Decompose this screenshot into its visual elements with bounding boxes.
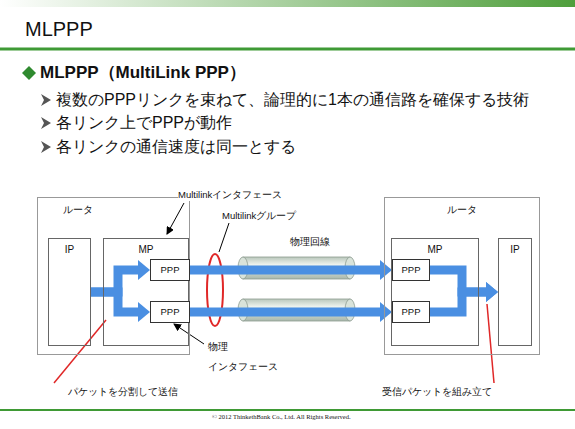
box-label: PPP xyxy=(401,260,420,280)
box-label: PPP xyxy=(160,302,179,322)
leader-line xyxy=(219,223,229,252)
bullet-text: 各リンクの通信速度は同一とする xyxy=(56,137,296,157)
packet-flow-arrow xyxy=(190,266,380,275)
leader-line xyxy=(174,324,204,344)
ppp-box: PPP xyxy=(150,259,190,281)
graphic-part xyxy=(41,94,51,106)
box-label: ルータ xyxy=(447,204,477,216)
copyright-footer: © 2012 ThinkethBank Co., Ltd. All Rights… xyxy=(212,413,351,421)
ppp-box: PPP xyxy=(392,259,430,281)
ip-layer-box: IP xyxy=(48,238,91,346)
title-rule xyxy=(0,48,575,51)
mp-layer-box: MP PPP PPP xyxy=(103,238,189,346)
callout-label: 受信パケットを組み立て xyxy=(382,386,492,398)
box-label: PPP xyxy=(160,260,179,280)
callout-label: 物理回線 xyxy=(290,236,330,248)
ppp-box: PPP xyxy=(150,301,190,323)
callout-label: Multilinkインタフェース xyxy=(178,189,282,201)
bullet-text: 各リンク上でPPPが動作 xyxy=(56,113,232,133)
ip-layer-box: IP xyxy=(498,238,532,346)
ppp-box: PPP xyxy=(392,301,430,323)
box-label: MP xyxy=(428,244,443,256)
graphic-part xyxy=(41,141,51,153)
packet-flow-arrow xyxy=(430,292,486,312)
callout-label: Multilinkグループ xyxy=(222,210,296,222)
arrow-bullets xyxy=(41,94,51,153)
packet-flow-arrow xyxy=(91,292,138,312)
router-box: ルータ MP PPP PPP IP xyxy=(384,197,540,355)
callout-label: 物理 インタフェース xyxy=(208,337,270,377)
box-label: ルータ xyxy=(63,204,93,216)
packet-flow-arrow xyxy=(190,308,380,317)
mp-layer-box: MP PPP PPP xyxy=(391,238,479,346)
callout-line xyxy=(54,320,106,383)
section-heading: MLPPP（MultiLink PPP） xyxy=(40,62,246,83)
box-label: MP xyxy=(139,244,154,256)
leader-line xyxy=(167,203,184,234)
box-label: IP xyxy=(510,244,519,256)
diamond-bullet xyxy=(22,66,36,80)
box-label: IP xyxy=(65,244,74,256)
graphic-part xyxy=(41,117,51,129)
callout-line xyxy=(487,304,494,383)
slide-title: MLPPP xyxy=(25,17,93,42)
router-box: ルータ IP MP PPP PPP xyxy=(37,197,190,355)
box-label: PPP xyxy=(401,302,420,322)
footer-rule xyxy=(0,409,575,411)
bullet-text: 複数のPPPリンクを束ねて、論理的に1本の通信路を確保する技術 xyxy=(56,90,529,110)
callout-label: パケットを分割して送信 xyxy=(68,386,178,398)
top-band xyxy=(0,0,575,7)
